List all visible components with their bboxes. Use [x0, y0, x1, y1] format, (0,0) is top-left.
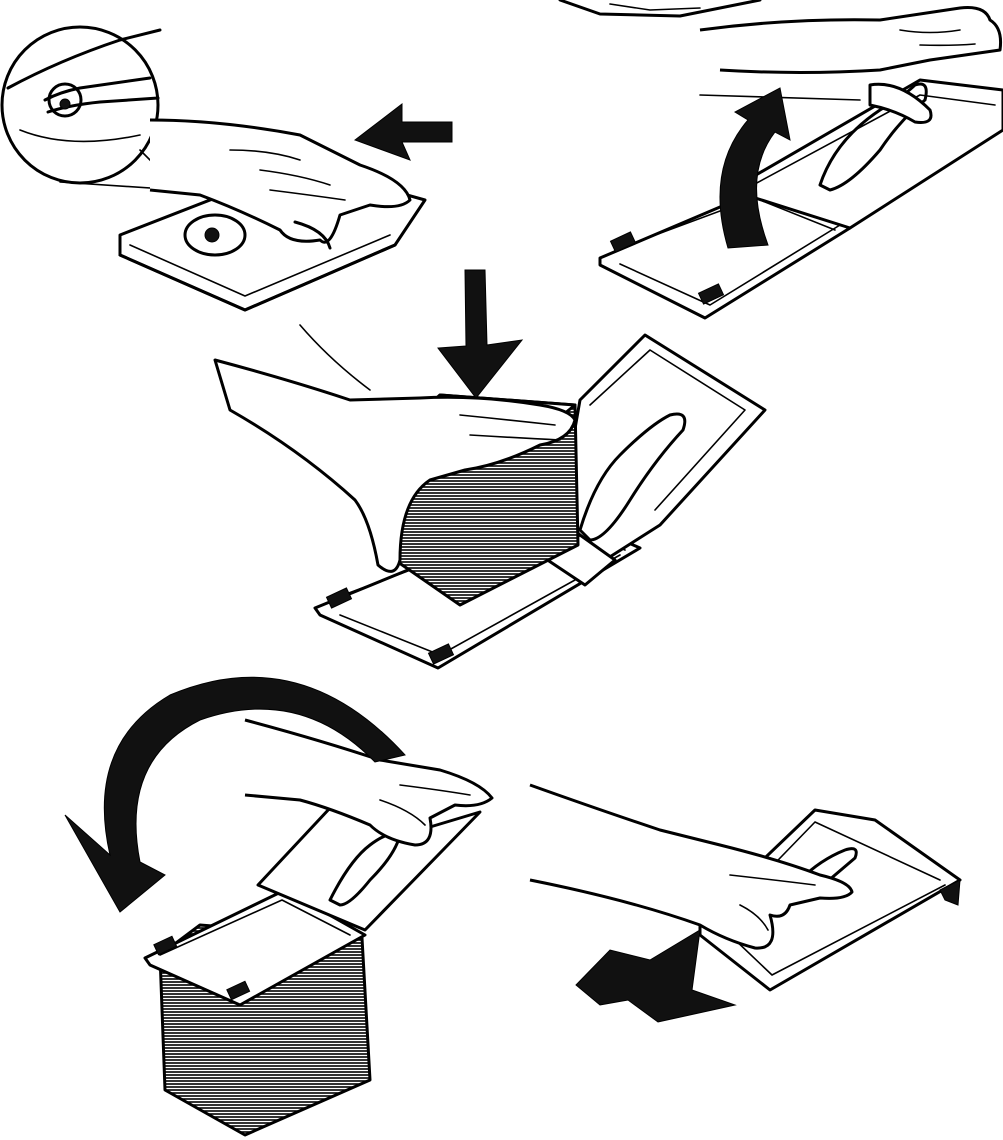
open-tray-icon [600, 80, 1003, 318]
step-insert-tray [530, 785, 960, 1022]
step-load-paper [215, 270, 765, 668]
step-press-latch [2, 27, 452, 310]
magnifier-detail-icon [2, 27, 160, 183]
step-open-lid [600, 8, 1003, 319]
step-close-lid [65, 677, 492, 1135]
arrow-left-icon [355, 104, 452, 160]
arrow-down-icon [438, 270, 522, 398]
paper-stack-with-tray-icon [145, 808, 480, 1135]
tray-partial-top-icon [560, 0, 760, 16]
